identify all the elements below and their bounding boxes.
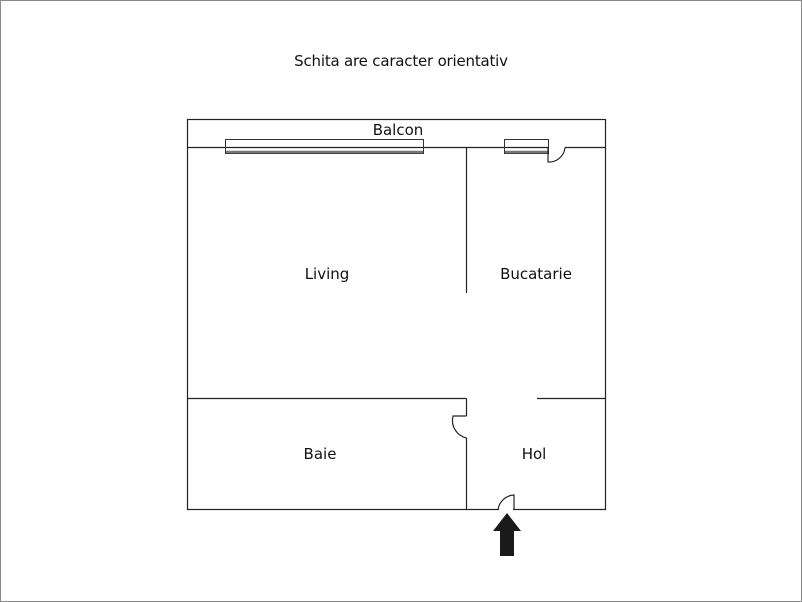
page-title: Schita are caracter orientativ: [294, 52, 508, 70]
room-label-kitchen: Bucatarie: [500, 265, 572, 283]
room-label-hallway: Hol: [521, 445, 547, 463]
room-label-living: Living: [304, 265, 350, 283]
room-label-bathroom: Baie: [303, 445, 337, 463]
arrow-up-icon: [493, 513, 521, 556]
outer-walls: [186, 118, 607, 511]
entrance-door: [497, 494, 515, 510]
room-label-balcony: Balcon: [372, 121, 424, 139]
bathroom-door: [451, 415, 467, 439]
kitchen-window: [504, 139, 549, 154]
living-window: [225, 139, 424, 154]
balcony-door: [547, 147, 566, 163]
